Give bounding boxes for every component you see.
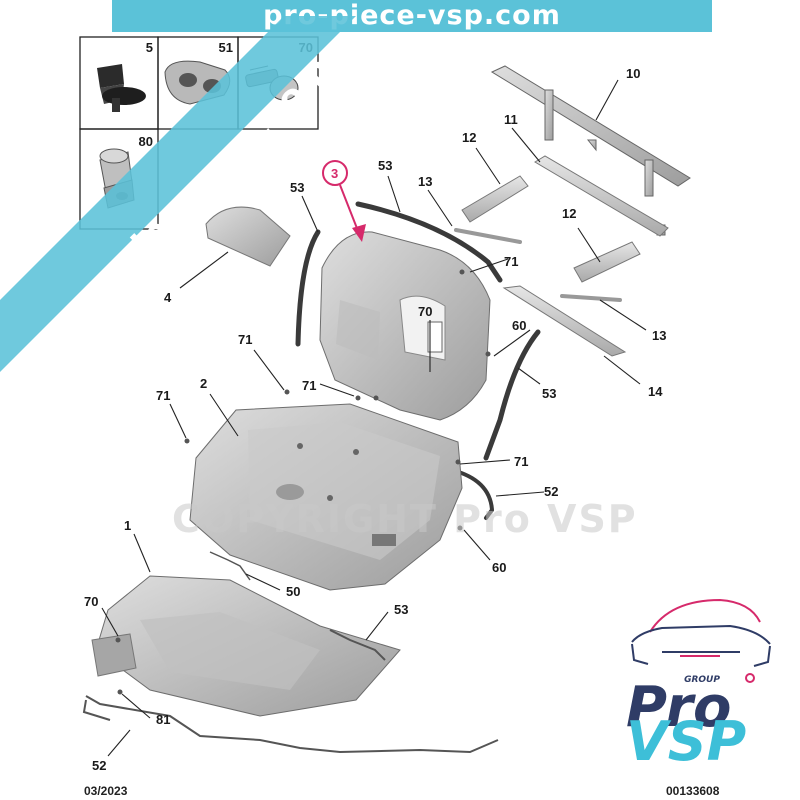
rod-14-drawing — [502, 285, 627, 357]
crossbar-11-drawing — [534, 155, 669, 237]
callout-60-upper: 60 — [512, 318, 526, 333]
callout-60-lower: 60 — [492, 560, 506, 575]
inset-box-51-number: 51 — [219, 40, 233, 55]
logo-dot-icon — [745, 673, 755, 683]
lower-floor-1-drawing — [91, 575, 401, 717]
seal-strip-53-drawing — [295, 201, 541, 461]
callout-71-right: 71 — [514, 454, 528, 469]
callout-4: 4 — [164, 290, 172, 305]
copyright-watermark: COPYRIGHT Pro VSP — [172, 497, 638, 541]
callout-10: 10 — [626, 66, 640, 81]
car-silhouette-icon — [631, 598, 771, 667]
callout-14: 14 — [648, 384, 663, 399]
callout-71-top: 71 — [504, 254, 518, 269]
seal-strip-53-lower-drawing — [329, 629, 386, 661]
panel-4-drawing — [205, 206, 291, 267]
leader-lines — [101, 79, 647, 757]
brace-12-upper-drawing — [461, 175, 529, 223]
wire-52-lower-drawing — [82, 695, 499, 754]
inset-box-5-number: 5 — [146, 40, 153, 55]
callout-11: 11 — [504, 112, 518, 127]
callout-1: 1 — [124, 518, 131, 533]
callout-52-upper: 52 — [544, 484, 558, 499]
wire-50-drawing — [209, 551, 251, 581]
callout-53-right: 53 — [542, 386, 556, 401]
callout-52-lower: 52 — [92, 758, 106, 773]
callout-71-far-left: 71 — [156, 388, 170, 403]
callout-70-floor: 70 — [84, 594, 98, 609]
callout-71-center: 71 — [302, 378, 316, 393]
fastener-markers — [115, 269, 491, 695]
callout-3: 3 — [331, 166, 338, 181]
callout-12-lower: 12 — [562, 206, 576, 221]
callout-53-lower: 53 — [394, 602, 408, 617]
callout-53-top: 53 — [378, 158, 392, 173]
callout-71-mid-left: 71 — [238, 332, 252, 347]
pro-vsp-logo[interactable]: GROUP Pro VSP — [610, 592, 790, 762]
trunk-floor-2-drawing — [189, 403, 463, 591]
diagram-date: 03/2023 — [84, 784, 128, 798]
site-banner[interactable]: pro-piece-vsp.com — [112, 0, 712, 32]
rear-trim-3-drawing — [319, 231, 491, 421]
diagram-reference: 00133608 — [666, 784, 720, 798]
rod-13-drawing — [454, 228, 622, 302]
callout-12-upper: 12 — [462, 130, 476, 145]
crossmember-10-drawing — [490, 65, 691, 236]
logo-group-text: GROUP — [684, 675, 720, 685]
clip-5-icon — [97, 64, 146, 112]
callout-13-lower: 13 — [652, 328, 666, 343]
logo-pro-text: Pro — [626, 675, 731, 740]
logo-vsp-text: VSP — [626, 710, 746, 762]
callout-81: 81 — [156, 712, 170, 727]
callout-2: 2 — [200, 376, 207, 391]
inset-box-80-number: 80 — [139, 134, 153, 149]
callout-70-trim: 70 — [418, 304, 432, 319]
brace-12-lower-drawing — [573, 241, 641, 283]
callout-50: 50 — [286, 584, 300, 599]
callout-13-upper: 13 — [418, 174, 432, 189]
highlight-arrow-3 — [322, 160, 366, 242]
callout-53-left: 53 — [290, 180, 304, 195]
